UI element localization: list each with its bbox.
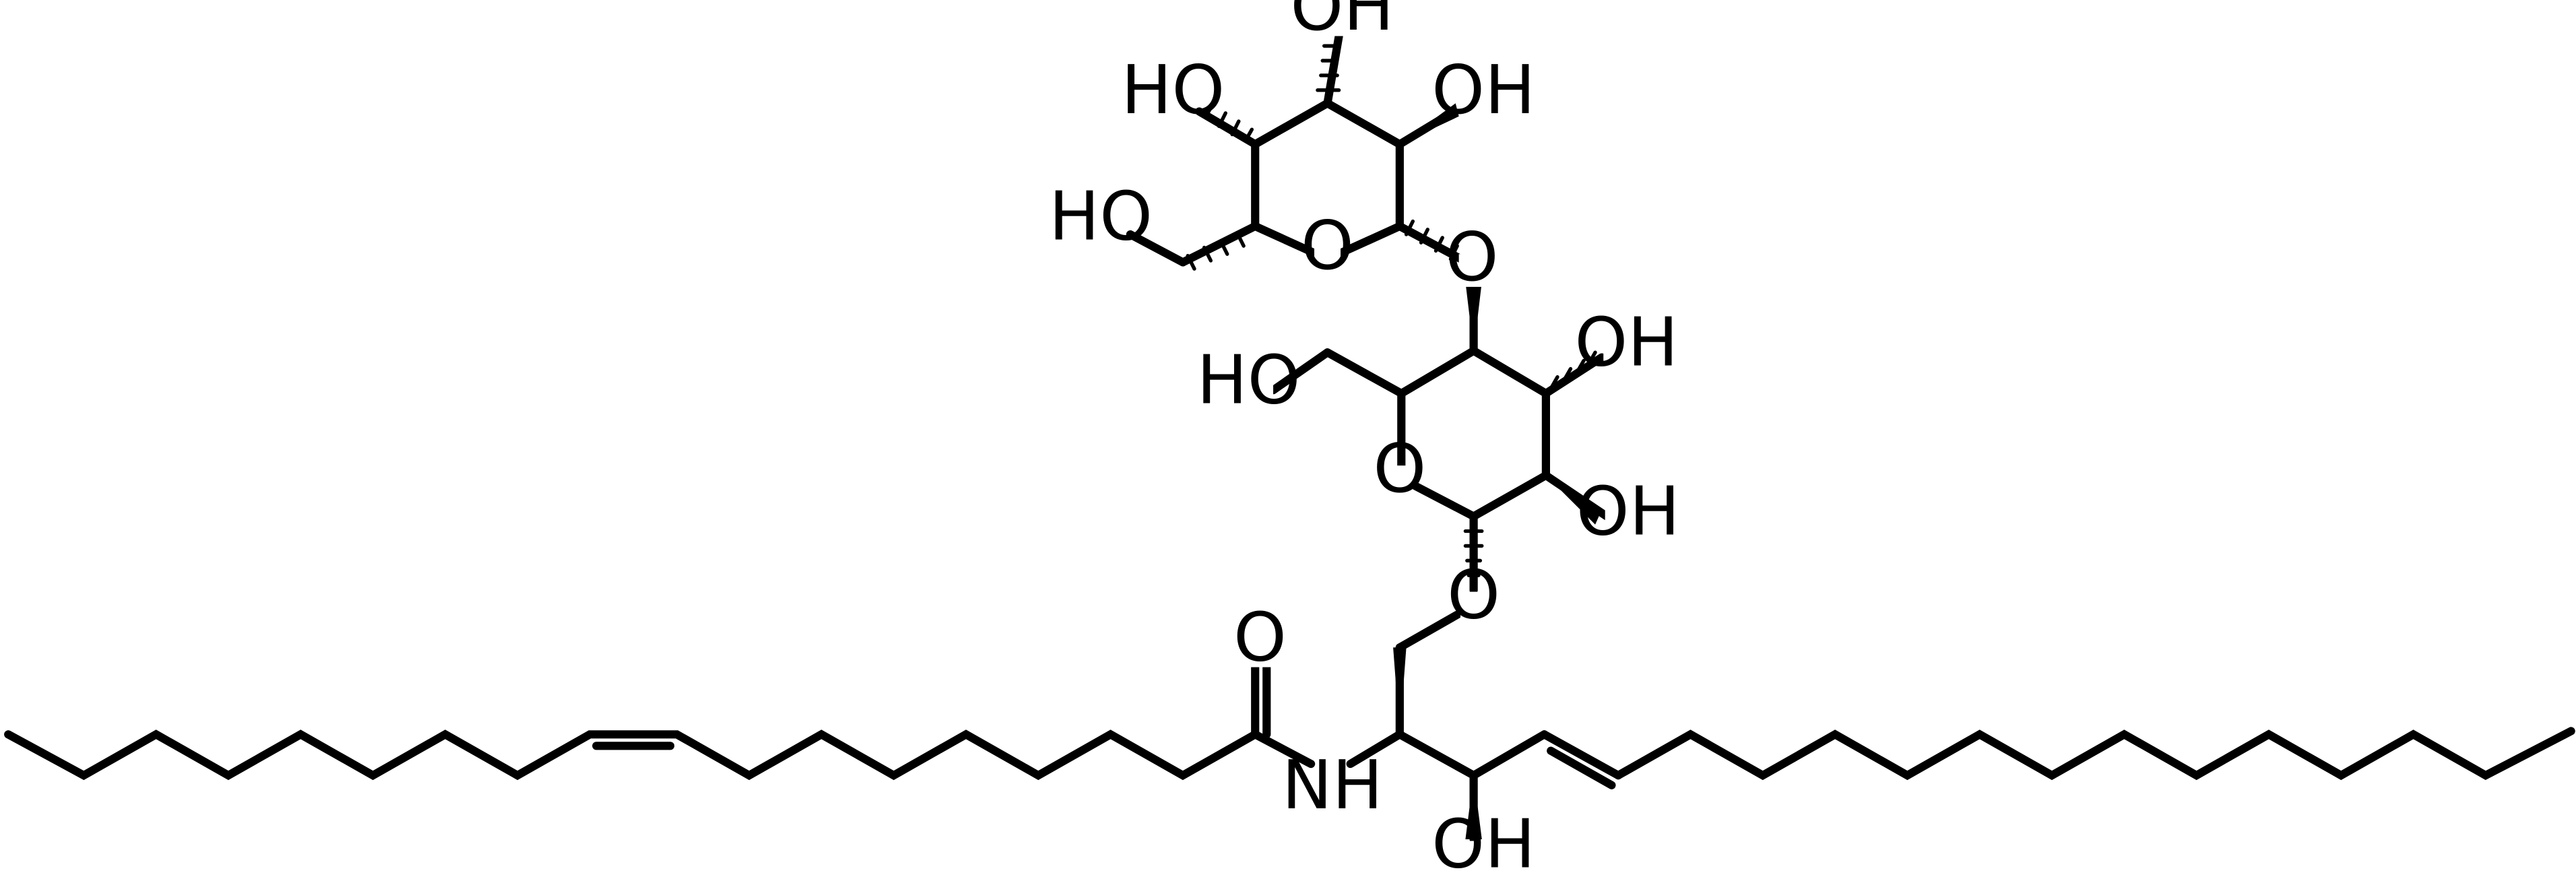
bond <box>1541 353 1606 398</box>
atom-label: O <box>1447 556 1500 635</box>
atom-label: NH <box>1282 746 1383 824</box>
atom-label-group: NH <box>1282 746 1383 824</box>
bond <box>1397 346 1478 398</box>
bond <box>1323 348 1406 398</box>
bond <box>1251 99 1332 149</box>
bond <box>4 729 1260 781</box>
atom-label: OH <box>1576 472 1680 550</box>
bond <box>1397 474 1478 521</box>
atom-label-group: OH <box>1574 303 1678 382</box>
bond <box>1545 475 1602 525</box>
bond <box>1395 610 1462 652</box>
bond-layer <box>4 32 2575 844</box>
atom-label-group: OH <box>1576 472 1680 550</box>
atom-label: O <box>1301 206 1354 285</box>
bond <box>1463 529 1484 577</box>
atom-label-group: HO <box>1121 51 1225 129</box>
bond <box>1465 282 1482 351</box>
bond <box>1323 99 1404 149</box>
atom-label: HO <box>1121 51 1225 129</box>
atom-label: HO <box>1049 176 1153 255</box>
bond <box>1614 727 2575 781</box>
stereo-wedge-layer <box>1186 44 1602 840</box>
bond <box>1404 219 1459 261</box>
atom-label: OH <box>1574 303 1678 382</box>
atom-label: OH <box>1431 51 1535 129</box>
bond <box>1186 230 1246 271</box>
atom-label-group: HO <box>1197 341 1301 420</box>
atom-label-group: OH <box>1431 804 1535 877</box>
atom-label-layer: OH HO OH HO O O HO OH <box>1049 0 1680 877</box>
atom-label-group: O <box>1447 556 1500 635</box>
atom-label: OH <box>1431 804 1535 877</box>
bond <box>1540 730 1623 780</box>
bond <box>1393 647 1407 735</box>
bond <box>1268 348 1332 395</box>
atom-label-group: OH <box>1431 51 1535 129</box>
atom-label-group: O <box>1233 598 1287 677</box>
bond <box>1465 775 1482 840</box>
bond <box>1469 346 1550 398</box>
bond <box>1178 222 1260 267</box>
atom-label: HO <box>1197 341 1301 420</box>
bond <box>1549 350 1597 391</box>
bond <box>1251 730 1316 769</box>
bond <box>1547 746 1616 789</box>
bond <box>1126 230 1188 267</box>
atom-label: OH <box>1291 0 1394 46</box>
bond <box>1395 730 1478 780</box>
atom-label-group: O <box>1446 218 1499 296</box>
bond <box>1346 730 1404 769</box>
atom-label: O <box>1446 218 1499 296</box>
bond <box>1323 32 1343 108</box>
atom-label-group: OH <box>1291 0 1394 46</box>
bond <box>1469 471 1550 521</box>
atom-label: O <box>1373 429 1426 508</box>
bond <box>1469 730 1549 780</box>
bond <box>1399 103 1459 145</box>
atom-label: O <box>1233 598 1287 677</box>
bond <box>1204 103 1254 143</box>
bond <box>1316 44 1341 92</box>
atom-label-group: O <box>1373 429 1426 508</box>
bond <box>1395 222 1471 267</box>
atom-label-group: O <box>1301 206 1354 285</box>
atom-label-group: HO <box>1049 176 1153 255</box>
